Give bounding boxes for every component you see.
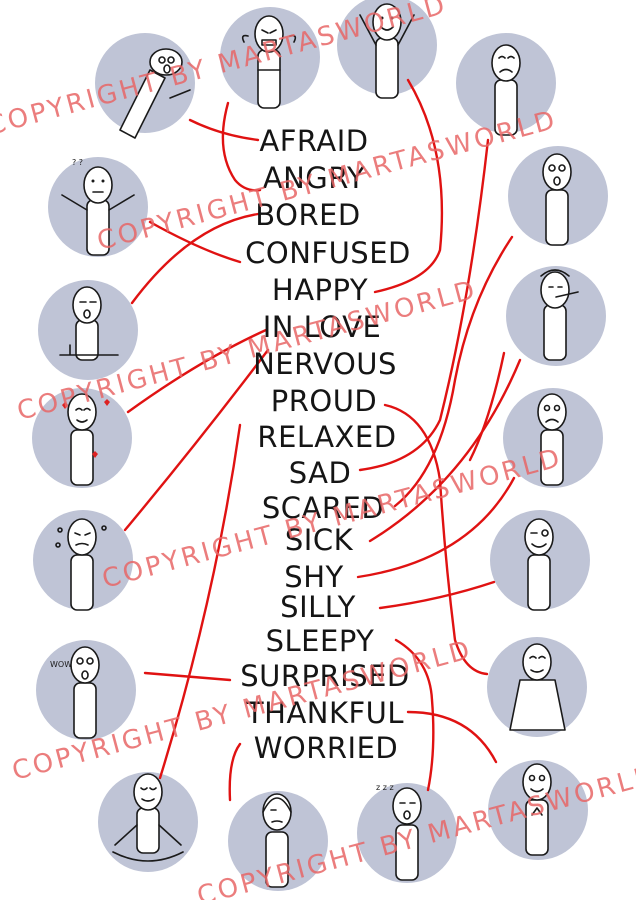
picture-circle-shy [228, 791, 328, 891]
word-list: AFRAID ANGRY BORED CONFUSED HAPPY IN LOV… [240, 124, 411, 765]
word-shy: SHY [284, 560, 343, 594]
picture-circle-relaxed [98, 772, 198, 872]
word-scared: SCARED [262, 491, 384, 525]
picture-circle-surprised [508, 146, 608, 246]
picture-circle-sick [506, 266, 606, 366]
picture-circle-worried [503, 388, 603, 488]
word-happy: HAPPY [272, 273, 368, 307]
word-sad: SAD [289, 456, 352, 490]
picture-circle-sad [456, 33, 556, 136]
word-in-love: IN LOVE [263, 310, 382, 344]
picture-circle-silly [490, 510, 590, 611]
wow-bubble-icon: WOW [50, 660, 72, 669]
word-nervous: NERVOUS [253, 347, 397, 381]
picture-circle-nervous [33, 510, 133, 611]
word-worried: WORRIED [254, 731, 399, 765]
word-relaxed: RELAXED [257, 420, 396, 454]
word-confused: CONFUSED [245, 236, 411, 270]
word-afraid: AFRAID [259, 124, 368, 158]
matching-lines [123, 78, 522, 802]
word-angry: ANGRY [263, 161, 366, 195]
word-silly: SILLY [280, 590, 356, 624]
sleep-zs-icon: z z z [376, 783, 394, 792]
word-sick: SICK [285, 523, 354, 557]
picture-circle-wow: WOW [36, 640, 136, 740]
question-marks-icon: ? ? [72, 158, 83, 167]
word-sleepy: SLEEPY [266, 624, 375, 658]
picture-circle-confused: ? ? [48, 157, 148, 257]
picture-circle-sleepy: z z z [357, 783, 457, 883]
picture-circle-proud [487, 637, 587, 737]
word-surprised: SURPRISED [240, 659, 410, 693]
picture-circle-scared-left [95, 33, 195, 139]
word-thankful: THANKFUL [245, 696, 404, 730]
word-bored: BORED [255, 198, 361, 232]
picture-circle-happy [337, 0, 437, 99]
picture-circle-in-love [32, 388, 132, 488]
picture-circle-thankful [488, 760, 588, 860]
picture-circle-angry [220, 7, 320, 109]
word-proud: PROUD [271, 384, 378, 418]
picture-circle-bored [38, 280, 138, 380]
